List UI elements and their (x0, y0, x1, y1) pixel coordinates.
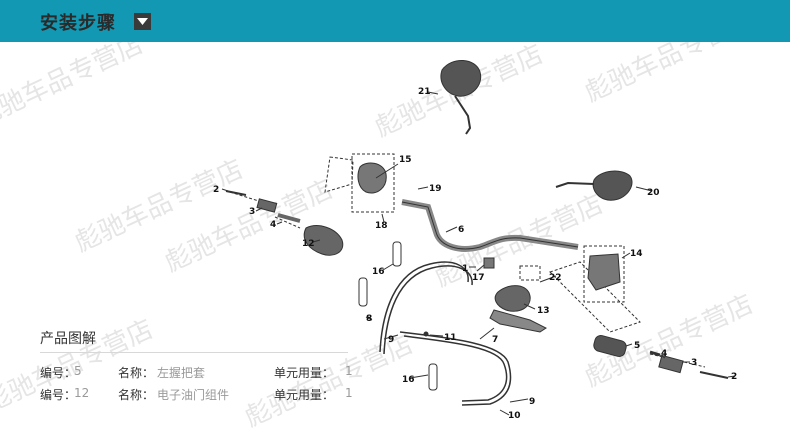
section-title: 安装步骤 (40, 13, 116, 34)
callout-label: 12 (302, 239, 315, 249)
callout-label: 5 (634, 341, 640, 351)
part-name-value: 电子油门组件 (157, 388, 230, 402)
quantity-value: 1 (345, 386, 353, 400)
callout-label: 15 (399, 155, 412, 165)
callouts: 21 15 19 2 3 4 12 18 6 20 14 16 17 1 22 … (213, 87, 737, 421)
clamp-17 (483, 257, 495, 269)
callout-label: 3 (691, 358, 697, 368)
legend-title: 产品图解 (40, 331, 96, 347)
callout-label: 9 (529, 397, 535, 407)
callout-label: 4 (270, 220, 276, 230)
callout-label: 3 (249, 207, 255, 217)
callout-label: 2 (213, 185, 219, 195)
callout-label: 17 (472, 273, 485, 283)
grip-5 (593, 334, 627, 358)
callout-label: 21 (418, 87, 431, 97)
switch-box-15 (351, 153, 395, 213)
quantity-label: 单元用量： (274, 388, 335, 402)
callout-label: 6 (458, 225, 464, 235)
callout-label: 4 (661, 349, 667, 359)
sleeve-4 (277, 213, 301, 223)
callout-label: 7 (492, 335, 498, 345)
callout-label: 18 (375, 221, 388, 231)
bolt-2 (225, 190, 247, 196)
bolt-2-right (699, 371, 729, 379)
caret-down-icon[interactable] (134, 13, 151, 30)
part-name-label: 名称： (118, 388, 155, 402)
callout-label: 8 (366, 314, 372, 324)
part-number-value: 12 (74, 386, 90, 400)
mirror-right (555, 170, 633, 201)
callout-label: 16 (402, 375, 415, 385)
callout-label: 20 (647, 188, 660, 198)
brake-lever (489, 309, 547, 333)
part-number-label: 编号： (40, 388, 77, 402)
quantity-label: 单元用量： (274, 366, 335, 380)
part-name-value: 左握把套 (157, 366, 206, 380)
watermark-text: 彪驰车品专营店 (430, 189, 608, 293)
callout-label: 16 (372, 267, 385, 277)
callout-label: 22 (549, 273, 562, 283)
part-name-label: 名称： (118, 366, 155, 380)
throttle-12 (303, 225, 344, 256)
watermark-text: 彪驰车品专营店 (580, 42, 758, 108)
callout-label: 1 (462, 264, 468, 274)
exploded-parts-diagram: 彪驰车品专营店 彪驰车品专营店 彪驰车品专营店 彪驰车品专营店 彪驰车品专营店 … (0, 4, 790, 433)
legend-divider (40, 352, 348, 353)
part-number-label: 编号： (40, 366, 77, 380)
master-cylinder (494, 285, 531, 312)
section-header: 安装步骤 (0, 0, 790, 42)
callout-label: 9 (388, 335, 394, 345)
callout-label: 10 (508, 411, 521, 421)
callout-label: 19 (429, 184, 442, 194)
callout-label: 2 (731, 372, 737, 382)
grip-3 (256, 198, 278, 213)
quantity-value: 1 (345, 364, 353, 378)
bracket-16c (428, 363, 438, 391)
watermark-layer: 彪驰车品专营店 彪驰车品专营店 彪驰车品专营店 彪驰车品专营店 彪驰车品专营店 … (0, 4, 758, 433)
bracket-16a (392, 241, 402, 267)
part-number-value: 5 (74, 364, 82, 378)
mirror-left (440, 60, 482, 135)
weight-3 (658, 354, 684, 374)
callout-label: 14 (630, 249, 643, 259)
cable-9 (399, 331, 512, 406)
watermark-text: 彪驰车品专营店 (0, 42, 148, 133)
bracket-16b (358, 277, 368, 307)
callout-label: 13 (537, 306, 550, 316)
switch-box-14 (583, 245, 625, 303)
callout-label: 11 (444, 333, 457, 343)
cable-8 (379, 261, 469, 353)
